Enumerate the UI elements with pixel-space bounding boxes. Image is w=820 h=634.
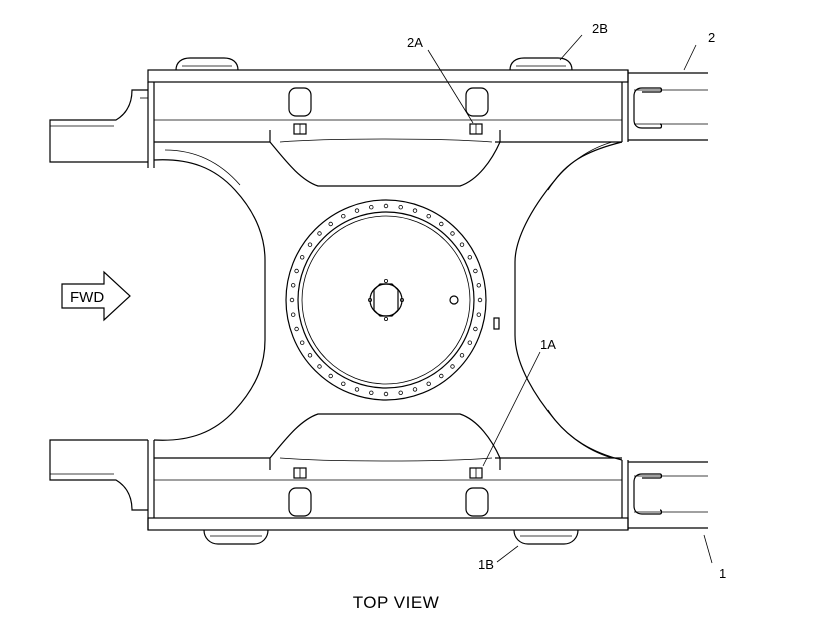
bottom-recess	[269, 413, 501, 470]
bolt-hole	[354, 208, 360, 213]
bolt-hole	[294, 268, 299, 274]
bolt-hole	[473, 268, 478, 274]
bolt-hole	[369, 204, 374, 210]
bolt-hole	[354, 387, 360, 392]
bolt-hole	[383, 203, 389, 209]
callout-2B: 2B	[592, 21, 608, 36]
callout-2A: 2A	[407, 35, 423, 50]
bolt-hole	[317, 231, 322, 236]
bolt-hole	[317, 364, 322, 369]
top-frame-rail	[147, 69, 629, 168]
bolt-hole	[294, 326, 299, 332]
top-recess	[269, 130, 501, 187]
bolt-hole	[369, 390, 374, 395]
bolt-hole	[476, 283, 481, 288]
oval-cutouts	[288, 87, 489, 517]
callout-labels: 2A 2B 2 1A 1B 1	[407, 21, 726, 581]
bolt-hole	[289, 297, 295, 303]
bolt-hole	[459, 242, 465, 247]
bolt-hole	[341, 381, 346, 386]
bolt-hole	[307, 353, 313, 358]
bolt-hole	[459, 353, 465, 358]
bolt-hole	[398, 390, 403, 395]
bolt-hole	[473, 326, 478, 332]
bolt-hole	[426, 381, 431, 386]
view-caption-text: TOP VIEW	[352, 593, 440, 612]
bolt-hole	[412, 387, 418, 392]
wear-pads	[175, 57, 579, 545]
bolt-pads	[293, 123, 483, 479]
bolt-hole	[328, 373, 333, 379]
callout-2: 2	[708, 30, 715, 45]
bolt-hole	[439, 373, 444, 379]
view-caption: TOP VIEW	[0, 593, 820, 613]
center-body-outline	[153, 141, 623, 461]
left-stubs	[49, 89, 148, 511]
callout-1B: 1B	[478, 557, 494, 572]
bolt-hole	[426, 213, 431, 219]
bolt-hole	[467, 255, 472, 260]
leader-lines	[427, 34, 713, 564]
fwd-label: FWD	[70, 289, 104, 306]
bearing-bolt-holes	[289, 203, 483, 397]
bolt-hole	[300, 255, 305, 260]
bolt-hole	[398, 204, 403, 210]
bolt-hole	[477, 297, 483, 303]
bolt-hole	[291, 283, 296, 288]
right-extensions	[628, 72, 708, 529]
bolt-hole	[300, 340, 305, 345]
callout-1: 1	[719, 566, 726, 581]
bolt-hole	[307, 242, 313, 247]
bolt-hole	[467, 340, 472, 345]
bolt-hole	[291, 312, 296, 317]
bolt-hole	[328, 221, 333, 227]
bolt-hole	[450, 231, 455, 236]
callout-1A: 1A	[540, 337, 556, 352]
bottom-frame-rail	[147, 440, 629, 531]
fwd-direction-arrow: FWD	[61, 270, 131, 322]
bolt-hole	[341, 213, 346, 219]
swing-bearing	[285, 199, 500, 401]
bolt-hole	[476, 312, 481, 317]
bolt-hole	[450, 364, 455, 369]
bolt-hole	[383, 391, 389, 397]
bolt-hole	[412, 208, 418, 213]
bolt-hole	[439, 221, 444, 227]
